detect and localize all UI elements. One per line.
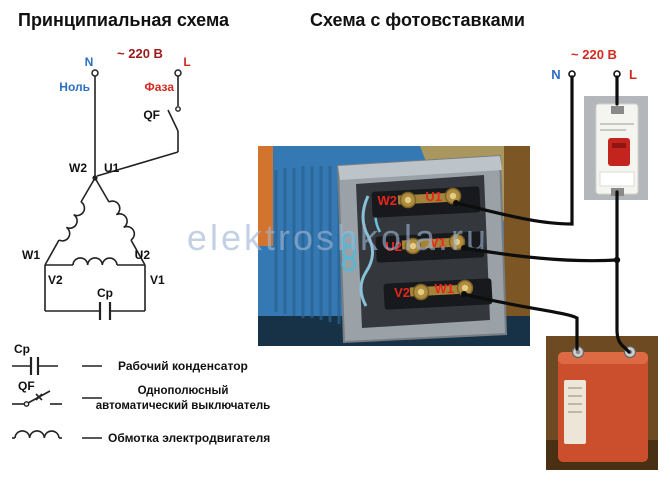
photo-label-w2: W2 bbox=[378, 193, 398, 208]
legend: Ср Рабочий конденсатор QF Однополюсный а… bbox=[12, 342, 270, 445]
capacitor-terminal-bolt-center bbox=[575, 349, 581, 355]
right-title: Схема с фотовставками bbox=[310, 10, 525, 30]
wire-phase-branch bbox=[462, 246, 619, 263]
left-title: Принципиальная схема bbox=[18, 10, 230, 30]
photo-label-u1: U1 bbox=[425, 189, 442, 204]
winding-lead bbox=[44, 239, 60, 266]
terminal-screws bbox=[399, 187, 474, 301]
brown-background-strip bbox=[504, 146, 530, 346]
legend-breaker-text-line1: Однополюсный bbox=[138, 385, 229, 397]
winding-lead bbox=[80, 177, 96, 203]
legend-winding-text: Обмотка электродвигателя bbox=[108, 431, 270, 445]
breaker-symbol-cross bbox=[35, 393, 43, 401]
photo-phase-letter: L bbox=[629, 67, 637, 82]
wire-neutral bbox=[454, 75, 574, 226]
winding-lead bbox=[130, 239, 146, 266]
breaker-symbol-contact bbox=[23, 401, 30, 407]
terminal-screw-cap bbox=[417, 288, 425, 296]
breaker-top-terminal bbox=[611, 106, 624, 114]
photo-label-w1: W1 bbox=[435, 281, 455, 296]
switch-blade bbox=[167, 109, 179, 132]
photo-label-v1: V1 bbox=[430, 235, 446, 250]
delta-winding: W1 V2 U2 V1 bbox=[22, 177, 165, 287]
wire-junction-dot bbox=[613, 256, 621, 264]
terminal-screw-cap bbox=[461, 284, 469, 292]
terminal-box-rim bbox=[338, 156, 502, 180]
phase-letter: L bbox=[183, 55, 190, 69]
terminal-photo-labels: W2 U1 U2 V1 V2 W1 bbox=[378, 189, 455, 300]
legend-qf-label: QF bbox=[18, 379, 35, 393]
terminal-v2-label: V2 bbox=[48, 273, 63, 287]
blue-wire bbox=[359, 195, 374, 307]
terminal-w2-label: W2 bbox=[69, 161, 87, 175]
terminal-screw-cap bbox=[449, 192, 457, 200]
orange-object bbox=[258, 146, 273, 246]
terminal-screw-cap bbox=[404, 196, 412, 204]
legend-breaker-row: QF Однополюсный автоматический выключате… bbox=[12, 379, 270, 412]
qf-switch-symbol: QF bbox=[143, 106, 181, 152]
winding-lead bbox=[94, 177, 110, 203]
terminal-u1-label: U1 bbox=[104, 161, 120, 175]
wire-capacitor bbox=[462, 292, 579, 351]
switch-contact-dot bbox=[175, 106, 181, 112]
watermark-text: elektroshkola.ru bbox=[187, 217, 489, 258]
neutral-terminal-dot bbox=[91, 69, 99, 77]
neutral-word: Ноль bbox=[59, 80, 90, 94]
coiled-wire bbox=[341, 256, 357, 272]
breaker-lever-notch bbox=[612, 143, 626, 148]
cp-label: Ср bbox=[97, 286, 113, 300]
neutral-letter: N bbox=[85, 55, 94, 69]
legend-winding-row: Обмотка электродвигателя bbox=[12, 430, 270, 445]
terminal-w1-label: W1 bbox=[22, 248, 40, 262]
photo-neutral-letter: N bbox=[551, 67, 560, 82]
breaker-photo bbox=[584, 96, 648, 200]
capacitor-photo bbox=[546, 336, 658, 470]
phase-terminal-dot bbox=[174, 69, 182, 77]
breaker-lever bbox=[608, 138, 630, 166]
terminal-u2-label: U2 bbox=[135, 248, 151, 262]
capacitor-symbol: Ср bbox=[44, 265, 146, 320]
terminal-screw-cap bbox=[453, 238, 461, 246]
legend-capacitor-row: Ср Рабочий конденсатор bbox=[12, 342, 248, 375]
legend-capacitor-text: Рабочий конденсатор bbox=[118, 359, 248, 373]
wire-end-dot bbox=[453, 200, 459, 206]
wire-end-dot bbox=[461, 291, 467, 297]
photo-schematic: ~ 220 В N L bbox=[187, 47, 658, 470]
legend-breaker-text-line2: автоматический выключатель bbox=[96, 400, 270, 412]
breaker-label-area bbox=[599, 171, 635, 187]
legend-cp-label: Ср bbox=[14, 342, 30, 356]
voltage-label-left: ~ 220 В bbox=[117, 46, 163, 61]
photo-label-u2: U2 bbox=[385, 239, 402, 254]
principal-schematic: ~ 220 В N Ноль L Фаза QF W2 U1 bbox=[22, 46, 191, 320]
photo-label-v2: V2 bbox=[394, 285, 410, 300]
qf-label: QF bbox=[143, 108, 160, 122]
wire-phase-lower bbox=[615, 190, 631, 354]
wire-end-dot bbox=[461, 245, 467, 251]
terminal-v1-label: V1 bbox=[150, 273, 165, 287]
phase-word: Фаза bbox=[144, 80, 174, 94]
phase-diagonal-line bbox=[96, 151, 179, 177]
terminal-screw-cap bbox=[409, 242, 417, 250]
voltage-label-right: ~ 220 В bbox=[571, 47, 617, 62]
